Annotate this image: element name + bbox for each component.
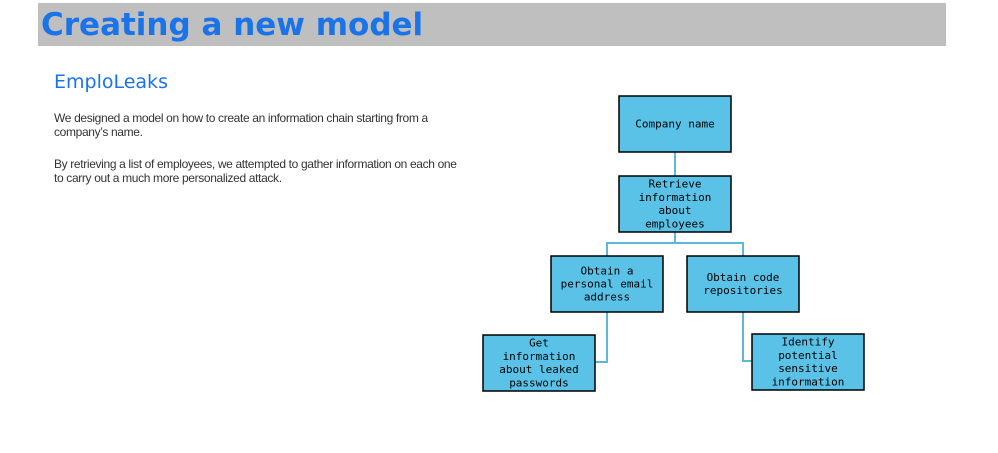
paragraph-model: We designed a model on how to create an … <box>54 111 428 139</box>
node-box <box>618 95 732 153</box>
node-company-name: Company name <box>618 95 732 153</box>
node-box <box>751 333 865 391</box>
node-box <box>618 175 732 233</box>
node-label-line: potential <box>778 349 838 362</box>
page-title: Creating a new model <box>41 7 424 43</box>
diagram-nodes: Company nameRetrieveinformationaboutempl… <box>482 95 865 392</box>
node-label-line: Retrieve <box>649 178 702 191</box>
diagram-edges <box>595 152 752 363</box>
node-box <box>550 255 664 313</box>
node-label-line: Company name <box>635 118 714 131</box>
node-label-line: information <box>639 191 712 204</box>
node-box <box>686 255 800 313</box>
node-label-line: Obtain code <box>707 271 780 284</box>
node-label-line: about <box>658 204 691 217</box>
edge-retrieve-info-to-personal-email <box>606 232 676 256</box>
node-label-line: Identify <box>782 336 835 349</box>
node-label-line: passwords <box>509 376 569 389</box>
edge-code-repos-to-sensitive-info <box>742 312 752 362</box>
node-label-line: information <box>772 375 845 388</box>
node-label-line: employees <box>645 217 705 230</box>
section-subtitle: EmploLeaks <box>54 71 168 93</box>
edge-retrieve-info-to-code-repos <box>674 232 744 256</box>
node-label-line: Get <box>529 337 549 350</box>
node-box <box>482 334 596 392</box>
node-label-line: address <box>584 291 630 304</box>
node-label-line: sensitive <box>778 362 838 375</box>
paragraph-employees: By retrieving a list of employees, we at… <box>54 157 457 185</box>
node-label-line: Obtain a <box>581 264 634 277</box>
edge-personal-email-to-leaked-passwords <box>595 312 608 363</box>
node-label-line: information <box>503 350 576 363</box>
node-label-line: about leaked <box>499 363 578 376</box>
node-label-line: repositories <box>703 284 782 297</box>
node-label-line: personal email <box>561 278 654 291</box>
title-bar: Creating a new model <box>38 3 946 46</box>
